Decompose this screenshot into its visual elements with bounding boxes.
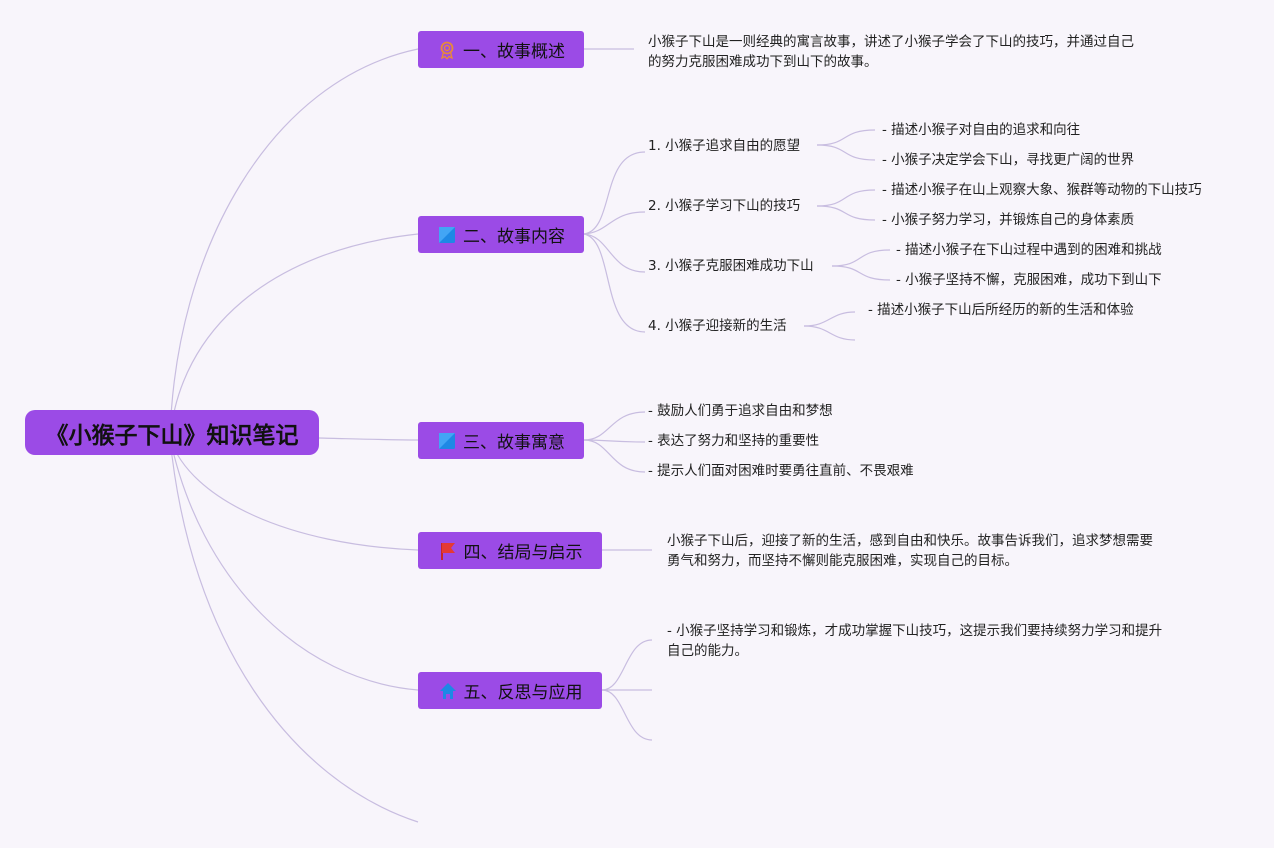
content-detail-2-1: - 描述小猴子在山上观察大象、猴群等动物的下山技巧 <box>882 182 1202 198</box>
content-detail-3-2: - 小猴子坚持不懈，克服困难，成功下到山下 <box>896 272 1162 288</box>
moral-item-1: - 鼓励人们勇于追求自由和梦想 <box>648 403 833 419</box>
connector-b5-t3 <box>601 689 653 741</box>
branch-ending[interactable]: 四、结局与启示 <box>418 532 602 569</box>
ending-text: 小猴子下山后，迎接了新的生活，感到自由和快乐。故事告诉我们，追求梦想需要勇气和努… <box>667 533 1153 569</box>
connector-root-b3 <box>318 437 419 441</box>
content-detail-2-2: - 小猴子努力学习，并锻炼自己的身体素质 <box>882 212 1135 228</box>
branch-overview[interactable]: 一、故事概述 <box>418 31 584 68</box>
content-detail-1-1: - 描述小猴子对自由的追求和向往 <box>882 122 1081 138</box>
connector-b2-s3 <box>583 233 646 273</box>
connector-s3-d2 <box>831 265 891 281</box>
connector-b5-t1 <box>601 639 653 691</box>
branch-label: 四、结局与启示 <box>463 543 583 563</box>
overview-text: 小猴子下山是一则经典的寓言故事，讲述了小猴子学会了下山的技巧，并通过自己的努力克… <box>648 34 1134 70</box>
connector-b3-m3 <box>583 439 646 473</box>
reflection-text: - 小猴子坚持学习和锻炼，才成功掌握下山技巧，这提示我们要持续努力学习和提升自己… <box>667 623 1163 659</box>
connector-s1-d2 <box>816 144 876 161</box>
red-flag-icon <box>438 541 458 561</box>
branch-moral[interactable]: 三、故事寓意 <box>418 422 584 459</box>
content-detail-4-1: - 描述小猴子下山后所经历的新的生活和体验 <box>868 302 1134 318</box>
connector-root-b2 <box>169 233 419 439</box>
branch-label: 一、故事概述 <box>463 42 565 62</box>
branch-label: 五、反思与应用 <box>463 683 583 703</box>
connector-s1-d1 <box>816 129 876 146</box>
moral-item-2: - 表达了努力和坚持的重要性 <box>648 433 820 449</box>
connector-b2-s2 <box>583 211 646 235</box>
root-title: 《小猴子下山》知识笔记 <box>45 422 299 449</box>
branch-label: 二、故事内容 <box>463 227 565 247</box>
connector-root-b5 <box>169 437 419 691</box>
content-item-4: 4. 小猴子迎接新的生活 <box>648 318 787 334</box>
branch-content[interactable]: 二、故事内容 <box>418 216 584 253</box>
award-ribbon-icon <box>437 40 457 60</box>
connector-root-b1 <box>169 48 419 439</box>
connector-s4-d1 <box>803 311 856 327</box>
branch-reflection[interactable]: 五、反思与应用 <box>418 672 602 709</box>
content-item-1: 1. 小猴子追求自由的愿望 <box>648 138 801 154</box>
connector-b2-s1 <box>583 151 646 235</box>
content-detail-1-2: - 小猴子决定学会下山，寻找更广阔的世界 <box>882 152 1135 168</box>
blue-square-icon <box>437 225 457 245</box>
content-detail-3-1: - 描述小猴子在下山过程中遇到的困难和挑战 <box>896 242 1162 258</box>
connector-s2-d1 <box>816 189 876 207</box>
content-item-2: 2. 小猴子学习下山的技巧 <box>648 198 801 214</box>
connector-root-extra <box>169 437 419 823</box>
connector-b2-s4 <box>583 233 646 333</box>
blue-house-icon <box>438 681 458 701</box>
connector-s4-d2 <box>803 325 856 341</box>
connector-s2-d2 <box>816 205 876 221</box>
content-item-3: 3. 小猴子克服困难成功下山 <box>648 258 814 274</box>
connector-b3-m1 <box>583 411 646 441</box>
root-node[interactable]: 《小猴子下山》知识笔记 <box>25 410 319 455</box>
moral-item-3: - 提示人们面对困难时要勇往直前、不畏艰难 <box>648 463 914 479</box>
connector-root-b4 <box>169 437 419 551</box>
branch-label: 三、故事寓意 <box>463 433 565 453</box>
blue-square-icon <box>437 431 457 451</box>
connector-s3-d1 <box>831 249 891 267</box>
